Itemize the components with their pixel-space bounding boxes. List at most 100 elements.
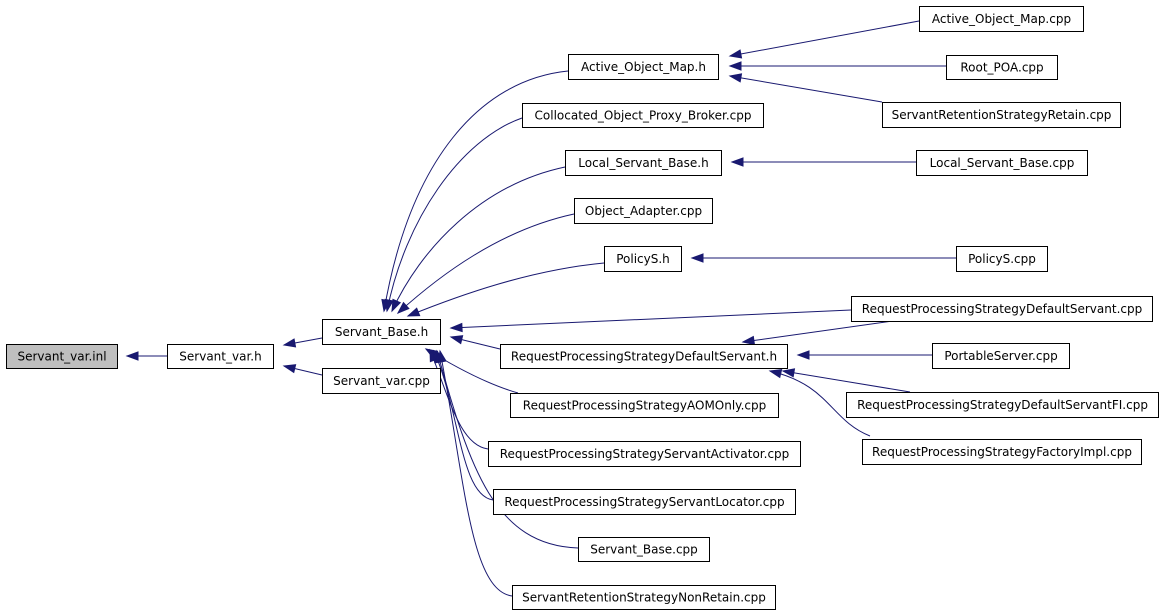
edge-arrowhead bbox=[384, 298, 394, 313]
edge-root_poa_cpp-to-active_object_map_h bbox=[728, 61, 946, 71]
node-root-poa-cpp[interactable]: Root_POA.cpp bbox=[946, 55, 1058, 80]
edge-line bbox=[439, 350, 513, 597]
node-box bbox=[565, 150, 722, 176]
edge-line bbox=[397, 213, 575, 314]
node-label: Active_Object_Map.cpp bbox=[932, 12, 1071, 26]
edge-srsnr_cpp-to-servant_base_h bbox=[437, 349, 513, 597]
edge-line bbox=[429, 349, 489, 450]
node-label: Servant_var.cpp bbox=[333, 374, 430, 388]
node-box bbox=[322, 368, 441, 394]
edge-line bbox=[742, 319, 901, 343]
node-rpsfi-cpp[interactable]: RequestProcessingStrategyFactoryImpl.cpp bbox=[862, 439, 1142, 465]
edge-rpsds_cpp-to-servant_base_h bbox=[449, 309, 852, 333]
node-policys-h[interactable]: PolicyS.h bbox=[604, 246, 682, 272]
edge-portableserver_cpp-to-rpsds_h bbox=[796, 350, 932, 360]
edge-arrowhead bbox=[768, 369, 783, 379]
node-box bbox=[488, 441, 801, 467]
node-label: RequestProcessingStrategyFactoryImpl.cpp bbox=[872, 445, 1132, 459]
edge-arrowhead bbox=[282, 338, 297, 348]
node-label: RequestProcessingStrategyDefaultServantF… bbox=[857, 398, 1148, 412]
node-portableserver-cpp[interactable]: PortableServer.cpp bbox=[932, 343, 1070, 369]
edge-servant_var_cpp-to-servant_var_h bbox=[282, 364, 323, 376]
edge-srsr_cpp-to-active_object_map_h bbox=[728, 73, 883, 103]
edge-arrowhead bbox=[728, 49, 743, 59]
node-label: Active_Object_Map.h bbox=[581, 60, 706, 74]
edge-rpsfi_cpp-to-rpsds_h bbox=[768, 369, 871, 437]
edge-rpsds_cpp-to-rpsds_h bbox=[741, 319, 901, 346]
node-box bbox=[6, 344, 118, 369]
node-label: Servant_var.inl bbox=[17, 350, 106, 364]
node-box bbox=[882, 102, 1121, 128]
node-rpsds-h[interactable]: RequestProcessingStrategyDefaultServant.… bbox=[500, 344, 788, 369]
edges-layer bbox=[125, 20, 956, 597]
node-servant-var-h[interactable]: Servant_var.h bbox=[167, 344, 274, 369]
node-box bbox=[578, 537, 710, 562]
node-label: PolicyS.h bbox=[616, 252, 670, 266]
node-label: RequestProcessingStrategyServantActivato… bbox=[500, 447, 790, 461]
node-servant-var-inl[interactable]: Servant_var.inl bbox=[6, 344, 118, 369]
node-box bbox=[604, 246, 682, 272]
edge-arrowhead bbox=[781, 368, 796, 378]
edge-servant_var_h-to-servant_var_inl bbox=[125, 351, 167, 361]
node-servant-base-cpp[interactable]: Servant_Base.cpp bbox=[578, 537, 710, 562]
node-active-object-map-cpp[interactable]: Active_Object_Map.cpp bbox=[919, 6, 1084, 32]
edge-line bbox=[782, 370, 911, 393]
node-srsnr-cpp[interactable]: ServantRetentionStrategyNonRetain.cpp bbox=[512, 585, 776, 610]
node-box bbox=[946, 55, 1058, 80]
node-label: Root_POA.cpp bbox=[960, 61, 1043, 75]
node-box bbox=[932, 343, 1070, 369]
node-rpssl-cpp[interactable]: RequestProcessingStrategyServantLocator.… bbox=[493, 489, 796, 515]
edge-local_servant_base_cpp-to-local_servant_base_h bbox=[730, 157, 916, 167]
node-rpssa-cpp[interactable]: RequestProcessingStrategyServantActivato… bbox=[488, 441, 801, 467]
node-box bbox=[512, 585, 776, 610]
node-label: PortableServer.cpp bbox=[944, 349, 1057, 363]
node-box bbox=[862, 439, 1142, 465]
node-label: RequestProcessingStrategyDefaultServant.… bbox=[862, 302, 1142, 316]
node-rpsdsfi-cpp[interactable]: RequestProcessingStrategyDefaultServantF… bbox=[846, 392, 1159, 418]
edge-servant_base_h-to-servant_var_h bbox=[282, 337, 323, 348]
edge-line bbox=[391, 166, 566, 312]
edge-arrowhead bbox=[728, 73, 743, 83]
node-srsr-cpp[interactable]: ServantRetentionStrategyRetain.cpp bbox=[882, 102, 1121, 128]
node-rpsds-cpp[interactable]: RequestProcessingStrategyDefaultServant.… bbox=[851, 296, 1153, 322]
edge-rpssa_cpp-to-servant_base_h bbox=[429, 348, 489, 450]
edge-line bbox=[729, 75, 883, 103]
node-local-servant-base-cpp[interactable]: Local_Servant_Base.cpp bbox=[916, 150, 1088, 176]
node-active-object-map-h[interactable]: Active_Object_Map.h bbox=[568, 54, 719, 80]
edge-active_object_map_cpp-to-active_object_map_h bbox=[728, 20, 920, 59]
edge-arrowhead bbox=[796, 350, 810, 360]
node-label: Collocated_Object_Proxy_Broker.cpp bbox=[535, 109, 752, 123]
edge-rpsds_h-to-servant_base_h bbox=[449, 335, 501, 350]
edge-line bbox=[386, 117, 523, 312]
node-rpsaom-cpp[interactable]: RequestProcessingStrategyAOMOnly.cpp bbox=[510, 393, 779, 418]
edge-arrowhead bbox=[449, 335, 464, 345]
node-box bbox=[916, 150, 1088, 176]
node-servant-var-cpp[interactable]: Servant_var.cpp bbox=[322, 368, 441, 394]
node-policys-cpp[interactable]: PolicyS.cpp bbox=[956, 246, 1048, 272]
edge-arrowhead bbox=[730, 157, 744, 167]
edge-arrowhead bbox=[449, 322, 463, 333]
edge-arrowhead bbox=[406, 307, 421, 317]
edge-line bbox=[450, 309, 852, 329]
edge-arrowhead bbox=[690, 253, 704, 263]
edge-arrowhead bbox=[396, 301, 410, 314]
node-label: RequestProcessingStrategyAOMOnly.cpp bbox=[523, 399, 766, 413]
edge-line bbox=[729, 20, 920, 57]
node-box bbox=[500, 344, 788, 369]
edge-arrowhead bbox=[282, 364, 297, 374]
node-box bbox=[956, 246, 1048, 272]
edge-object_adapter_cpp-to-servant_base_h bbox=[396, 213, 575, 314]
edge-arrowhead bbox=[437, 349, 447, 364]
node-label: Servant_var.h bbox=[179, 350, 261, 364]
node-servant-base-h[interactable]: Servant_Base.h bbox=[322, 319, 441, 345]
node-box bbox=[322, 319, 441, 345]
node-local-servant-base-h[interactable]: Local_Servant_Base.h bbox=[565, 150, 722, 176]
edge-arrowhead bbox=[391, 298, 402, 313]
node-collocated-cpp[interactable]: Collocated_Object_Proxy_Broker.cpp bbox=[522, 103, 764, 128]
node-object-adapter-cpp[interactable]: Object_Adapter.cpp bbox=[574, 198, 713, 224]
edge-policys_h-to-servant_base_h bbox=[406, 262, 605, 317]
edge-arrowhead bbox=[728, 61, 742, 71]
node-label: PolicyS.cpp bbox=[968, 252, 1036, 266]
